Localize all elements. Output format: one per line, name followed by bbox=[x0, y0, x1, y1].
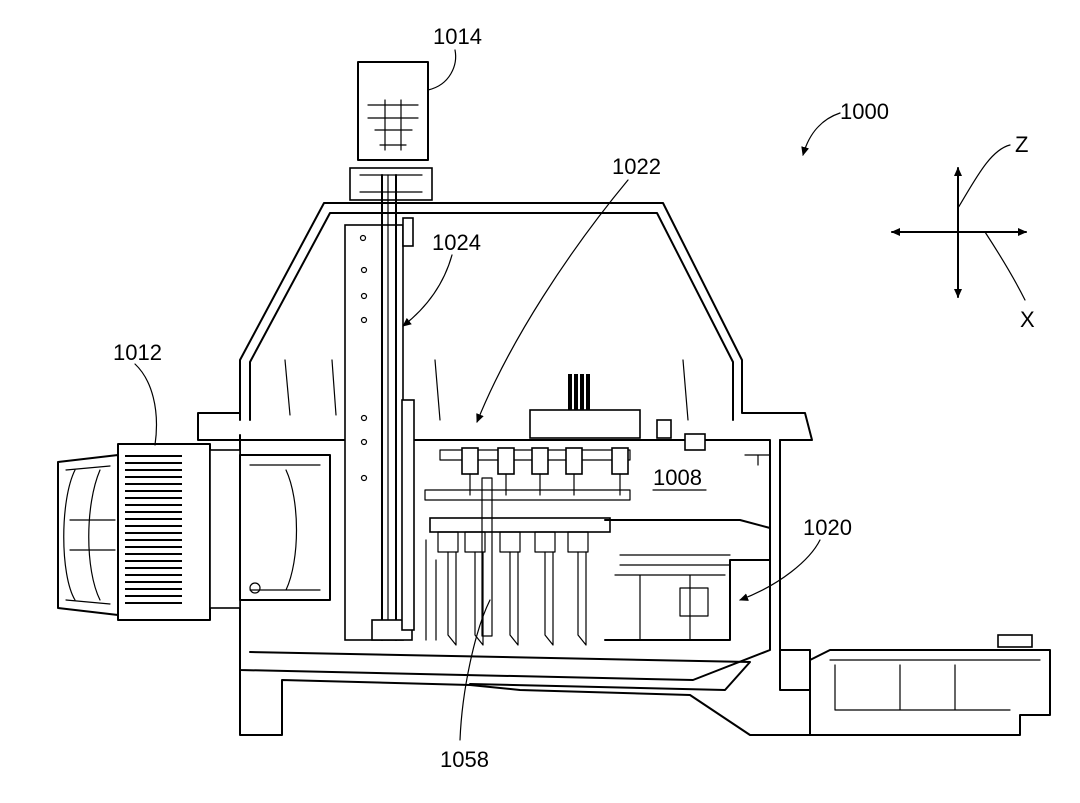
side-unit-cap bbox=[57, 454, 119, 616]
side-unit bbox=[57, 443, 331, 621]
label-1014: 1014 bbox=[433, 24, 482, 49]
chamber-interior bbox=[424, 447, 771, 646]
fin-4 bbox=[682, 359, 689, 421]
label-1024: 1024 bbox=[432, 230, 481, 255]
leader-1058 bbox=[459, 599, 491, 741]
label-1012: 1012 bbox=[113, 340, 162, 365]
fin-1 bbox=[284, 359, 291, 416]
label-1000: 1000 bbox=[840, 99, 889, 124]
neck-collar bbox=[349, 167, 433, 201]
label-1020: 1020 bbox=[803, 515, 852, 540]
base-plate bbox=[239, 669, 811, 736]
fin-2 bbox=[331, 359, 337, 416]
small-block-1 bbox=[656, 419, 672, 439]
upper-rail bbox=[424, 489, 631, 501]
side-unit-fins bbox=[125, 455, 182, 604]
leader-1020 bbox=[739, 539, 821, 601]
z-axis-label: Z bbox=[1015, 132, 1028, 157]
side-unit-motor bbox=[239, 454, 331, 601]
top-module bbox=[349, 61, 433, 201]
tray-region bbox=[604, 454, 771, 641]
reference-labels: 1014 1000 1022 1024 1012 1008 1020 1058 bbox=[113, 24, 889, 772]
x-leader bbox=[984, 231, 1026, 301]
rail-body bbox=[344, 224, 404, 641]
label-1022: 1022 bbox=[612, 154, 661, 179]
leader-1012 bbox=[134, 363, 158, 446]
top-module-box bbox=[357, 61, 429, 161]
leader-1014 bbox=[427, 49, 457, 91]
z-leader bbox=[957, 144, 1011, 209]
cover-inner bbox=[249, 212, 734, 421]
vertical-rail bbox=[344, 174, 415, 641]
label-1058: 1058 bbox=[440, 747, 489, 772]
small-block-2 bbox=[684, 433, 706, 451]
leader-1024 bbox=[402, 254, 453, 327]
base-inner bbox=[249, 651, 751, 691]
body-outline bbox=[239, 434, 771, 681]
tip-holders bbox=[425, 477, 611, 646]
cover-outer bbox=[239, 202, 813, 441]
axes-indicator: Z X bbox=[891, 132, 1035, 332]
label-1008: 1008 bbox=[653, 465, 702, 490]
left-flange bbox=[197, 412, 241, 441]
body-right-wall bbox=[779, 439, 811, 691]
fin-3 bbox=[434, 359, 441, 421]
x-axis-label: X bbox=[1020, 307, 1035, 332]
center-connector bbox=[568, 374, 590, 410]
center-block bbox=[529, 409, 641, 439]
pipette-row bbox=[461, 447, 629, 496]
housing bbox=[197, 202, 813, 736]
side-drawer bbox=[809, 634, 1051, 736]
leader-1000 bbox=[801, 112, 841, 156]
leader-1022 bbox=[476, 179, 629, 423]
